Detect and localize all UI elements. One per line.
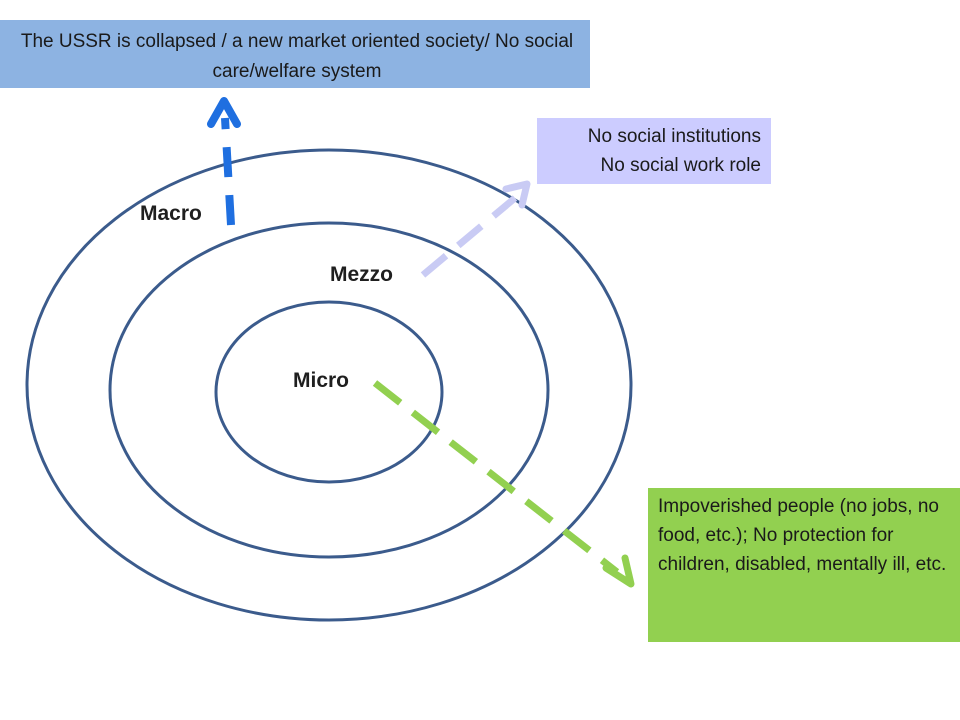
mezzo-ring	[108, 221, 550, 559]
micro-context-box: Impoverished people (no jobs, no food, e…	[648, 488, 960, 642]
micro-label: Micro	[293, 369, 350, 392]
macro-label: Macro	[140, 202, 202, 225]
mezzo-label: Mezzo	[330, 263, 393, 286]
macro-context-text: The USSR is collapsed / a new market ori…	[20, 31, 574, 82]
micro-ring	[214, 300, 444, 484]
mezzo-arrow	[420, 180, 531, 278]
macro-ring	[25, 148, 633, 622]
macro-context-box: The USSR is collapsed / a new market ori…	[0, 20, 590, 88]
micro-context-text: Impoverished people (no jobs, no food, e…	[658, 496, 947, 575]
mezzo-context-line-1: No social institutions	[587, 126, 761, 147]
micro-arrow	[372, 380, 635, 588]
macro-arrow	[207, 97, 241, 226]
mezzo-context-box: No social institutions No social work ro…	[537, 118, 771, 184]
mezzo-context-line-2: No social work role	[600, 155, 762, 176]
